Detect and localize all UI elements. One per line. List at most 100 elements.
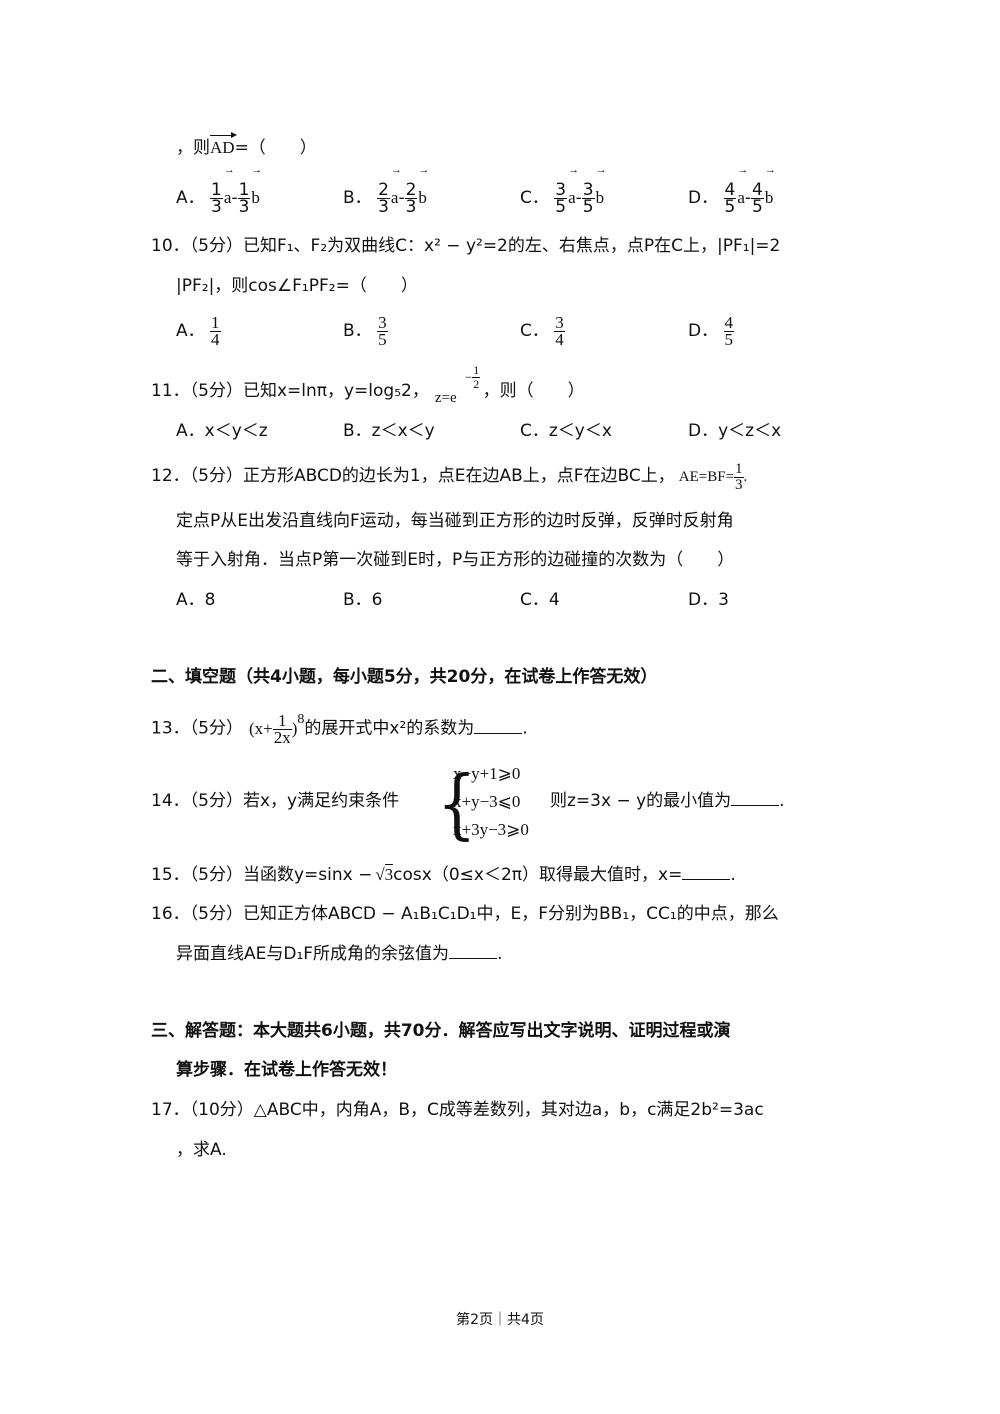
q11-stem: （5分）已知x=lnπ，y=log₅2， [189,381,429,401]
expr-open: (x+ [248,718,273,738]
q13-pre: （5分） [189,718,243,739]
denominator: 5 [378,329,387,349]
q10-line2: |PF₂|，则cos∠F₁PF₂=（ ） [176,276,418,296]
section-3-heading-line1: 三、解答题：本大题共6小题，共70分．解答应写出文字说明、证明过程或演 [151,1021,731,1041]
q10-line1: 10．（5分）已知F₁、F₂为双曲线C：x² − y²=2的左、右焦点，点P在C… [151,236,780,256]
numerator: 3 [377,312,388,332]
q17-line1: 17．（10分）△ABC中，内角A，B，C成等差数列，其对边a，b，c满足2b²… [151,1100,764,1120]
option-text: z＜x＜y [371,421,435,441]
vector-a: a [224,165,234,218]
option-label: C． [520,590,549,610]
option-label: B． [343,421,372,441]
option-text: y＜z＜x [718,421,782,441]
numerator: 1 [237,179,251,200]
q11-tail: ，则（ ） [482,381,585,401]
q11-option-a[interactable]: A．x＜y＜z [176,421,268,441]
q9-option-a[interactable]: A． 13a-13b [176,165,262,218]
answer-blank[interactable] [474,719,523,734]
q9-option-c[interactable]: C． 35a-35b [520,165,606,218]
option-text: 6 [371,590,383,610]
numerator: 2 [404,179,418,200]
answer-blank[interactable] [731,791,780,806]
q9-tail: =（ ） [234,138,317,158]
left-brace-icon: { [437,758,477,848]
option-label: A． [176,188,205,208]
question-number: 16． [151,904,190,924]
q13-tail: 的展开式中x²的系数为 [304,718,475,739]
vector-b: b [418,165,428,218]
vector-a: a [737,165,747,218]
option-label: D． [688,188,719,208]
numerator: 1 [210,179,223,200]
q9-option-b[interactable]: B． 23a-23b [343,165,429,218]
q11-option-c[interactable]: C．z＜y＜x [520,421,612,441]
question-number: 17． [151,1100,190,1120]
q12-line2: 定点P从E出发沿直线向F运动，每当碰到正方形的边时反弹，反弹时反射角 [176,511,734,531]
q15-tail: cosx（0≤x＜2π）取得最大值时，x= [393,865,683,885]
option-text: z＜y＜x [548,421,612,441]
sqrt-radicand: 3 [384,864,394,884]
q12-text1: （5分）正方形ABCD的边长为1，点E在边AB上，点F在边BC上， [189,465,675,486]
option-text: 3 [718,590,729,610]
q12-text2: 定点P从E出发沿直线向F运动，每当碰到正方形的边时反弹，反弹时反射角 [176,511,734,531]
q16-line2: 异面直线AE与D₁F所成角的余弦值为. [176,944,502,964]
q12-option-d[interactable]: D．3 [688,590,729,610]
denominator: 2 [473,377,480,391]
option-label: D． [688,421,719,441]
denominator: 3 [211,196,222,217]
option-label: C． [520,321,549,341]
question-number: 13． [151,718,190,739]
q10-text2: |PF₂|，则cos∠F₁PF₂=（ ） [176,276,418,296]
formula-text: AE=BF= [678,468,735,485]
q17-line2: ，求A. [176,1140,227,1160]
option-label: A． [176,421,205,441]
q9-vector-ad: AD [210,132,237,157]
section-2-heading: 二、填空题（共4小题，每小题5分，共20分，在试卷上作答无效） [151,667,658,687]
numerator: 2 [377,179,390,200]
answer-blank[interactable] [449,944,498,959]
denominator: 5 [752,196,763,217]
q12-line1: 12．（5分）正方形ABCD的边长为1，点E在边AB上，点F在边BC上，AE=B… [151,462,747,493]
q11-option-d[interactable]: D．y＜z＜x [688,421,781,441]
denominator: 2x [273,728,291,748]
denominator: 4 [211,329,220,349]
q15-line: 15．（5分）当函数y=sinx −√3cosx（0≤x＜2π）取得最大值时，x… [151,864,736,885]
minus-sign: - [744,188,752,208]
minus-sign: - [398,188,405,208]
option-text: 4 [548,590,560,610]
question-number: 10． [151,236,190,256]
answer-blank[interactable] [682,865,731,880]
exp-sign: − [464,369,473,385]
period: . [522,718,528,739]
q9-stem-text: ，则 [176,138,210,158]
q12-option-b[interactable]: B．6 [343,590,383,610]
q9-option-d[interactable]: D． 45a-45b [688,165,775,218]
q16-text2: 异面直线AE与D₁F所成角的余弦值为 [176,944,450,964]
q11-option-b[interactable]: B．z＜x＜y [343,421,435,441]
numerator: 4 [723,312,734,332]
period: . [779,791,785,811]
vector-b: b [765,165,775,218]
q12-option-c[interactable]: C．4 [520,590,560,610]
question-number: 14． [151,791,190,811]
q12-line3: 等于入射角．当点P第一次碰到E时，P与正方形的边碰撞的次数为（ ） [176,550,734,570]
q12-option-a[interactable]: A．8 [176,590,215,610]
numerator: 1 [210,312,221,332]
option-label: B． [343,188,372,208]
option-label: B． [343,321,372,341]
option-label: A． [176,590,205,610]
